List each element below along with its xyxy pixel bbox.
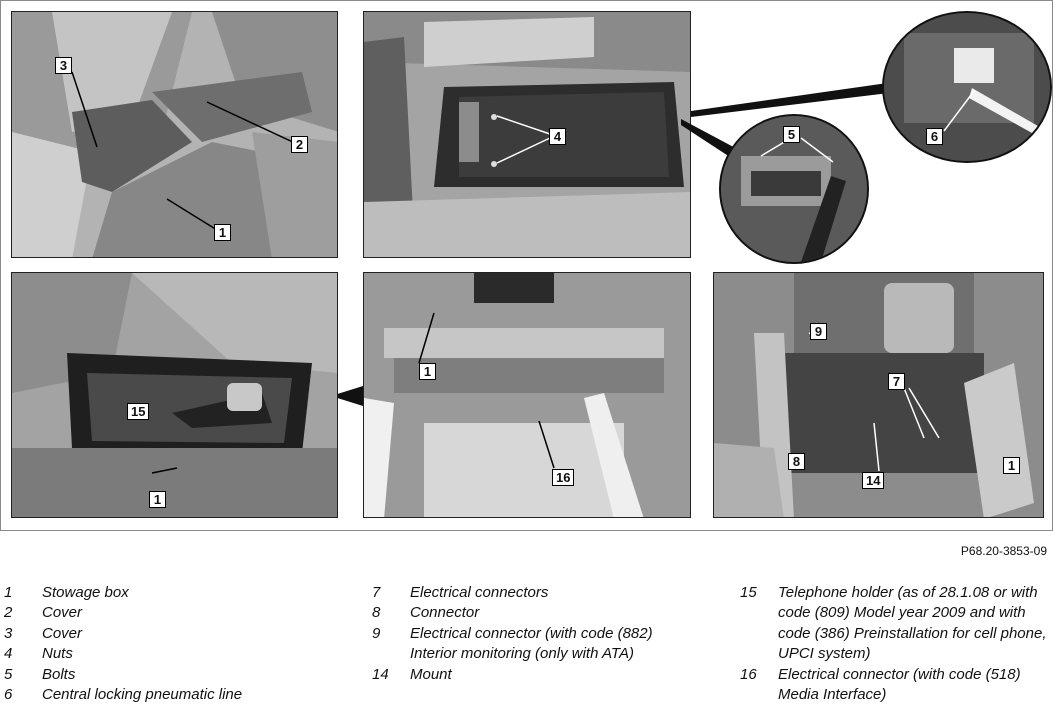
legend-item: 9 Electrical connector (with code (882) I… [372, 624, 692, 665]
callout-8: 8 [788, 453, 805, 470]
legend-number: 16 [740, 665, 757, 683]
legend-number: 2 [4, 604, 13, 622]
callout-6: 6 [926, 128, 943, 145]
photo-panel-electrical-connectors: 9 7 8 14 1 [713, 272, 1044, 518]
legend-number: 3 [4, 624, 13, 642]
legend-text: Electrical connectors [410, 584, 549, 601]
inset-bolts: 5 [719, 114, 869, 264]
legend-text: Central locking pneumatic line [42, 686, 243, 704]
callout-1: 1 [419, 363, 436, 380]
callout-14: 14 [862, 472, 885, 489]
telephone-holder-photo [12, 273, 337, 517]
figure-code: P68.20-3853-09 [960, 544, 1047, 558]
callout-9: 9 [810, 323, 827, 340]
pneumatic-inset-photo [884, 13, 1050, 161]
legend-text: Bolts [42, 665, 76, 683]
media-connector-photo [364, 273, 690, 517]
callout-15: 15 [127, 403, 150, 420]
callout-1: 1 [149, 491, 166, 508]
callout-16: 16 [552, 469, 575, 486]
legend-item: 6 Central locking pneumatic line [4, 685, 324, 705]
photo-panel-telephone-holder: 15 1 [11, 272, 338, 518]
legend-text: Cover [42, 624, 83, 642]
legend-text: Electrical connector (with code (518) Me… [778, 665, 1021, 704]
legend-item: 1 Stowage box [4, 583, 324, 603]
callout-2: 2 [291, 136, 308, 153]
callout-3: 3 [55, 57, 72, 74]
legend-column-3: 15 Telephone holder (as of 28.1.08 or wit… [740, 583, 1052, 705]
callout-1: 1 [1003, 457, 1020, 474]
legend-item: 2 Cover [4, 603, 324, 623]
legend-text: Electrical connector (with code (882) In… [410, 624, 653, 663]
legend-text: Telephone holder (as of 28.1.08 or with … [778, 584, 1047, 663]
photo-panel-media-connector: 1 16 [363, 272, 691, 518]
photo-panel-covers: 3 2 1 [11, 11, 338, 258]
legend-number: 6 [4, 686, 13, 704]
photo-panel-stowage-open: 4 [363, 11, 691, 258]
stowage-open-photo [364, 12, 690, 257]
legend-number: 15 [740, 584, 757, 601]
legend-text: Stowage box [42, 584, 129, 601]
legend-item: 8 Connector [372, 603, 692, 623]
legend-number: 9 [372, 624, 381, 642]
legend-number: 7 [372, 584, 381, 601]
bolts-inset-photo [721, 116, 867, 262]
figure-frame: 3 2 1 4 [0, 0, 1053, 531]
legend-number: 5 [4, 665, 13, 683]
callout-5: 5 [783, 126, 800, 143]
legend-item: 4 Nuts [4, 644, 324, 664]
legend-item: 14 Mount [372, 665, 692, 685]
legend-item: 7 Electrical connectors [372, 583, 692, 603]
legend-number: 8 [372, 604, 381, 622]
legend-text: Nuts [42, 645, 73, 663]
legend-column-2: 7 Electrical connectors 8 Connector 9 Electri… [372, 583, 692, 685]
legend-text: Mount [410, 665, 452, 683]
legend-number: 14 [372, 665, 389, 683]
legend-item: 15 Telephone holder (as of 28.1.08 or wit… [740, 583, 1052, 665]
legend-item: 5 Bolts [4, 665, 324, 685]
callout-7: 7 [888, 373, 905, 390]
callout-1: 1 [214, 224, 231, 241]
callout-4: 4 [549, 128, 566, 145]
legend-number: 4 [4, 645, 13, 663]
legend-text: Connector [410, 604, 480, 622]
covers-photo [12, 12, 337, 257]
inset-pneumatic-line: 6 [882, 11, 1052, 163]
legend-item: 3 Cover [4, 624, 324, 644]
legend-text: Cover [42, 604, 83, 622]
legend-number: 1 [4, 584, 13, 601]
legend-item: 16 Electrical connector (with code (518) … [740, 665, 1052, 706]
